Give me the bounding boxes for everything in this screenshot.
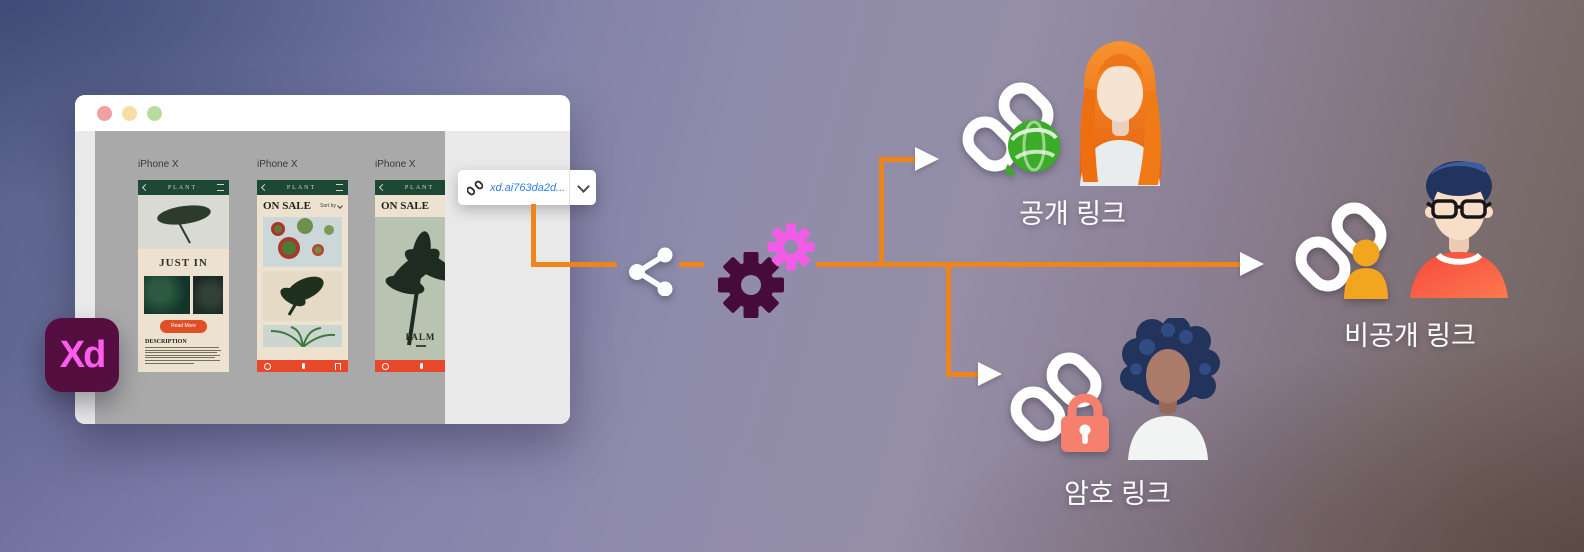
artboard-on-sale-grid: PLANT ON SALE Sort by [257,180,348,372]
flow-line-from-pill [531,204,536,266]
avatar-man-private [1410,161,1508,298]
minimize-window-button[interactable] [122,105,137,121]
headline: ON SALE [263,200,311,212]
adobe-xd-logo-text: Xd [59,333,107,376]
gears-icon [718,223,815,318]
pill-divider [569,170,570,205]
artboard-device-label: iPhone X [257,159,298,170]
flow-line-to-share [531,262,617,267]
search-icon [382,362,389,370]
bookmark-icon [335,362,341,370]
glasses-icon [1426,199,1492,219]
headline: JUST IN [159,256,208,269]
sort-by-control: Sort by [320,202,343,209]
description-title: DESCRIPTION [145,339,187,345]
plant-silhouette-image [263,271,342,321]
password-link-label: 암호 링크 [1064,479,1171,509]
private-link-icon [1295,202,1388,299]
chevron-down-icon [576,179,590,193]
product-name: PALM [405,332,436,342]
artboard-device-label: iPhone X [375,159,416,170]
leaf-thumbnail [192,276,223,314]
read-more-button: Read More [160,319,207,333]
flow-branch-up [879,157,884,267]
spider-plant-image [263,325,342,347]
mic-icon [301,363,305,369]
arrowhead-private [1240,252,1264,276]
app-bottom-nav [375,360,445,372]
flow-dash [679,262,704,267]
palm-image: PALM [375,217,445,360]
menu-icon [336,184,343,191]
app-header: PLANT [375,180,445,195]
app-title: PLANT [404,184,435,191]
back-icon [141,183,150,192]
app-title: PLANT [286,184,317,191]
app-bottom-nav [257,360,348,372]
adobe-xd-logo: Xd [45,318,119,392]
description-block: DESCRIPTION [138,338,229,366]
menu-icon [217,184,224,191]
arrowhead-public [915,147,939,171]
lock-icon [1061,393,1109,452]
link-icon [467,180,483,195]
password-link-icon [1010,352,1109,452]
flow-branch-down-arm [946,372,982,377]
close-window-button[interactable] [97,105,112,121]
chain-link-icon [1295,236,1351,292]
xd-preview-canvas: iPhone X PLANT JUST IN [95,131,445,424]
thumbnail-row [138,276,229,314]
app-header: PLANT [257,180,348,195]
share-link-field[interactable]: xd.ai763da2d... [458,170,596,205]
mic-icon [419,363,423,369]
browser-titlebar [75,95,570,131]
artboard-just-in: PLANT JUST IN Rea [138,180,229,372]
globe-icon [1005,120,1060,176]
back-icon [260,183,269,192]
search-icon [264,362,271,370]
headline: ON SALE [381,200,429,212]
person-icon [1344,239,1388,299]
public-link-label: 공개 링크 [1019,199,1126,229]
flow-line-main [816,262,1240,267]
chain-link-icon [1010,386,1066,442]
link-options-dropdown[interactable] [570,170,596,205]
app-header: PLANT [138,180,229,195]
private-link-label: 비공개 링크 [1344,321,1476,351]
arrowhead-password [978,362,1002,386]
artboard-palm: PLANT ON SALE [375,180,445,372]
gear-dark [718,252,784,318]
leaf-thumbnail [144,276,190,314]
share-url-text[interactable]: xd.ai763da2d... [490,181,566,194]
flow-branch-up-arm [879,157,919,162]
avatar-woman-public [1079,41,1162,186]
flow-branch-down [946,262,951,377]
gear-pink [767,223,815,271]
app-title: PLANT [167,184,198,191]
plants-top-view-image [263,217,342,267]
share-icon [629,247,673,296]
public-link-icon [962,82,1060,176]
avatar-woman-password [1120,318,1220,460]
browser-window: iPhone X PLANT JUST IN [75,95,570,424]
back-icon [378,183,387,192]
chain-link-icon [962,116,1018,172]
artboard-device-label: iPhone X [138,159,179,170]
zoom-window-button[interactable] [147,105,162,121]
chevron-down-icon [337,202,343,209]
hero-image [138,195,229,249]
